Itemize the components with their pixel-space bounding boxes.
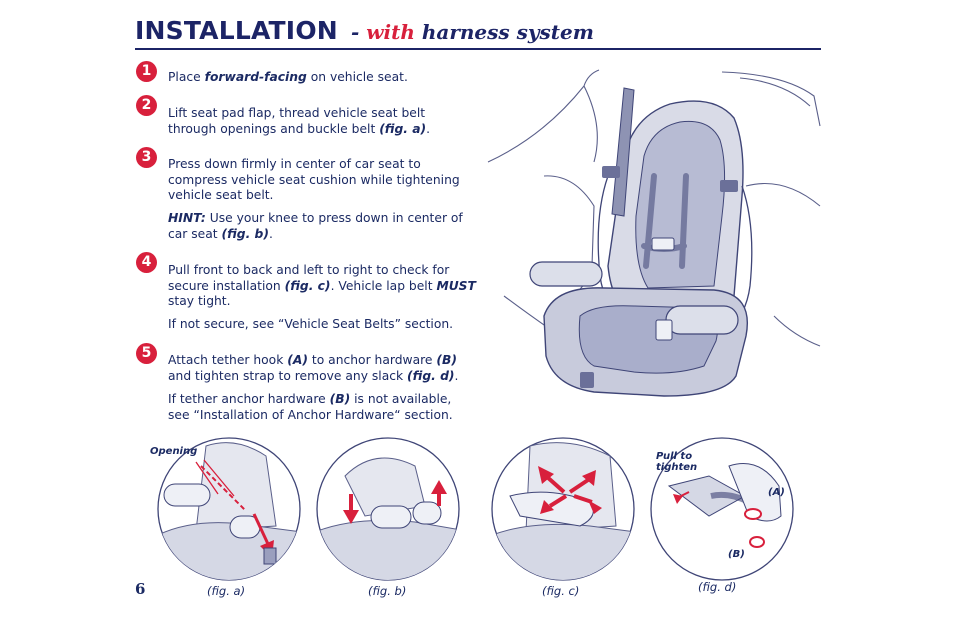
text-run: (fig. a) — [379, 121, 427, 136]
text-run: (fig. b) — [221, 226, 269, 241]
callout-pull-to-tighten: Pull to tighten — [656, 451, 698, 473]
text-run: (B) — [436, 353, 458, 367]
text-run: stay tight. — [168, 294, 231, 309]
text-run: on vehicle seat. — [306, 70, 408, 84]
step-4-text: Pull front to back and left to right to … — [168, 263, 476, 310]
figure-a-label: (fig. a) — [207, 584, 246, 598]
text-run: . — [454, 368, 459, 383]
text-run: (B) — [329, 392, 351, 406]
text-run: Press down firmly in center of car seat … — [168, 157, 460, 203]
step-number-2: 2 — [136, 95, 157, 116]
text-run: . — [426, 121, 431, 136]
text-run: and tighten strap to remove any slack — [168, 368, 408, 383]
text-run: If not secure, see “Vehicle Seat Belts” … — [168, 317, 454, 331]
figure-c-label: (fig. c) — [542, 584, 580, 598]
title-with: with — [366, 20, 415, 44]
text-run: forward-facing — [204, 70, 307, 84]
text-run: is not available, see “Installation of A… — [168, 392, 453, 422]
hint-text: HINT: Use your knee to press down in cen… — [168, 211, 476, 242]
text-run: HINT: — [168, 211, 206, 225]
step-4-note: If not secure, see “Vehicle Seat Belts” … — [168, 317, 476, 333]
text-run: Pull front to back and left to right to … — [168, 263, 450, 293]
figure-c-illustration — [491, 437, 635, 581]
step-number-5: 5 — [136, 343, 157, 364]
text-run: . Vehicle lap belt — [330, 278, 437, 293]
figure-b-illustration — [316, 437, 460, 581]
step-number-1: 1 — [136, 61, 157, 82]
callout-a: (A) — [768, 487, 785, 498]
step-number-3: 3 — [136, 147, 157, 168]
text-run: Use your knee to press down in center of… — [168, 211, 463, 241]
callout-b: (B) — [728, 549, 745, 560]
car-seat-illustration — [487, 69, 821, 397]
step-3-text: Press down firmly in center of car seat … — [168, 157, 476, 204]
text-run: Attach tether hook — [168, 353, 288, 367]
title-main: INSTALLATION — [135, 16, 338, 45]
step-5-text: Attach tether hook (A) to anchor hardwar… — [168, 353, 476, 384]
step-5-note: If tether anchor hardware (B) is not ava… — [168, 392, 476, 423]
step-2-text: Lift seat pad flap, thread vehicle seat … — [168, 106, 476, 137]
step-number-4: 4 — [136, 252, 157, 273]
text-run: Lift seat pad flap, thread vehicle seat … — [168, 106, 426, 136]
text-run: (A) — [287, 353, 309, 367]
title-rule — [135, 48, 821, 50]
figure-a-illustration — [157, 437, 301, 581]
step-1-text: Place forward-facing on vehicle seat. — [168, 70, 476, 86]
page-number: 6 — [135, 580, 146, 598]
text-run: If tether anchor hardware — [168, 392, 330, 406]
callout-opening: Opening — [150, 446, 198, 457]
text-run: to anchor hardware — [308, 353, 437, 367]
page-title: INSTALLATION - with harness system — [135, 16, 594, 45]
text-run: Place — [168, 70, 205, 84]
figure-d-label: (fig. d) — [698, 580, 737, 594]
title-rest: harness system — [421, 20, 594, 44]
figure-b-label: (fig. b) — [368, 584, 407, 598]
text-run: MUST — [436, 278, 476, 293]
text-run: (fig. d) — [407, 368, 455, 383]
text-run: (fig. c) — [284, 278, 331, 293]
title-subtitle: - with harness system — [350, 20, 594, 44]
figure-d-illustration — [650, 437, 794, 581]
text-run: . — [268, 226, 273, 241]
